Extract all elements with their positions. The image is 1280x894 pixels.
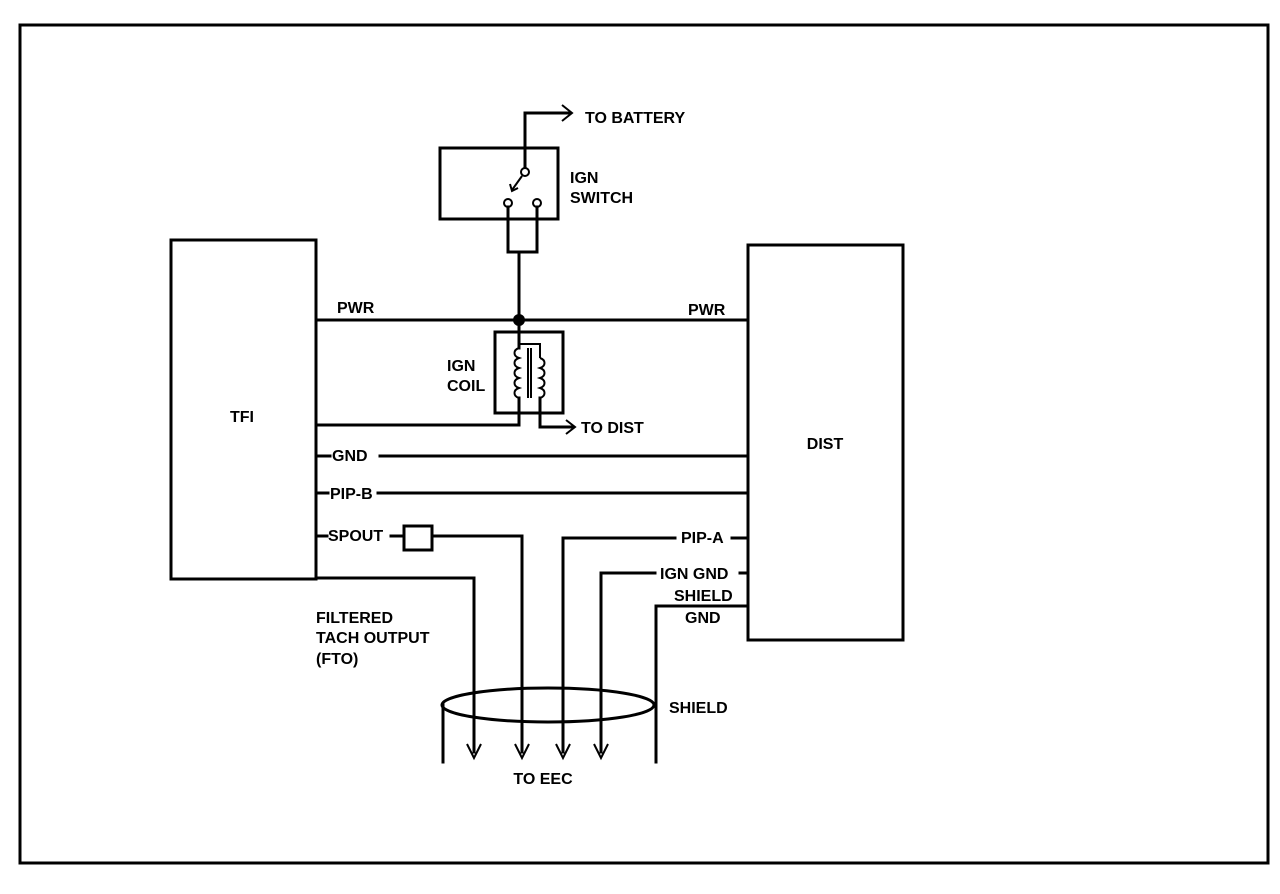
spout-to-eec-wire [430, 534, 524, 754]
fto-label-2: TACH OUTPUT [316, 630, 430, 647]
fto-label-3: (FTO) [316, 651, 358, 668]
spout-connector [402, 524, 434, 552]
to-battery-label: TO BATTERY [585, 110, 685, 127]
tfi-label: TFI [230, 409, 254, 426]
coil-to-tfi-wire [314, 396, 521, 427]
to-eec-label: TO EEC [513, 771, 573, 788]
ign-switch-box [438, 146, 560, 221]
switch-output-loop [506, 205, 539, 254]
ign-coil-label-2: COIL [447, 378, 485, 395]
dist-module [746, 243, 905, 642]
coil-primary-winding [513, 347, 523, 399]
battery-wire [523, 111, 572, 174]
shield-label: SHIELD [669, 700, 728, 717]
ign-gnd-eec-arrow [593, 743, 609, 761]
pip-b-label: PIP-B [330, 486, 373, 503]
battery-arrow [561, 104, 574, 122]
switch-blade [511, 175, 523, 191]
diagram-frame [18, 23, 1270, 865]
gnd-label: GND [332, 448, 368, 465]
shield-gnd-label-1: SHIELD [674, 588, 733, 605]
ign-gnd-label: IGN GND [660, 566, 728, 583]
pwr-left-label: PWR [337, 300, 375, 317]
to-dist-arrow [565, 419, 577, 435]
spout-label: SPOUT [328, 528, 383, 545]
to-dist-label: TO DIST [581, 420, 644, 437]
shield-gnd-wire [654, 604, 750, 764]
coil-secondary-feed [519, 343, 541, 358]
pip-a-eec-arrow [555, 743, 571, 761]
pip-a-wire [561, 536, 677, 754]
fto-eec-arrow [466, 743, 482, 761]
switch-blade-arrow [509, 183, 519, 193]
shield-gnd-label-2: GND [685, 610, 721, 627]
dist-label: DIST [807, 436, 844, 453]
tfi-module [169, 238, 318, 581]
ign-switch-label-1: IGN [570, 170, 598, 187]
ign-coil-label-1: IGN [447, 358, 475, 375]
fto-label-1: FILTERED [316, 610, 393, 627]
switch-contact-top [520, 167, 530, 177]
pip-a-label: PIP-A [681, 530, 724, 547]
pwr-right-label: PWR [688, 302, 726, 319]
ign-switch-label-2: SWITCH [570, 190, 633, 207]
spout-eec-arrow [514, 743, 530, 761]
ign-gnd-wire [599, 571, 657, 754]
coil-secondary-winding [536, 357, 546, 399]
coil-to-dist-wire [538, 396, 575, 429]
